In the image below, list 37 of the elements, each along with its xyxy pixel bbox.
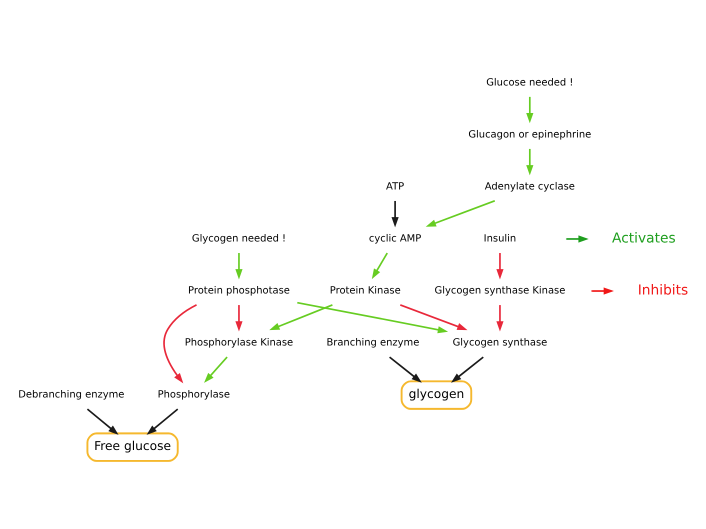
node-text: Glucagon or epinephrine — [468, 128, 592, 140]
node-text: Branching enzyme — [326, 337, 420, 348]
arrow — [146, 408, 178, 434]
node-text: Protein Kinase — [330, 285, 401, 296]
arrow — [86, 408, 119, 434]
node-text: Glycogen synthase Kinase — [434, 285, 566, 296]
legend-label: Inhibits — [638, 282, 688, 298]
legend-label: Activates — [612, 230, 676, 246]
arrow — [235, 252, 243, 279]
arrow — [204, 356, 228, 382]
node-text: Adenylate cyclase — [484, 181, 575, 192]
arrow — [496, 252, 504, 279]
node-box: glycogen — [400, 380, 472, 410]
node-text: Glycogen synthase — [452, 337, 548, 348]
node-text: ATP — [386, 181, 404, 192]
node-text: Glucose needed ! — [486, 76, 574, 88]
node-text: Protein phosphotase — [188, 285, 290, 296]
arrow — [235, 304, 243, 331]
arrow — [526, 96, 534, 123]
node-text: Phosphorylase Kinase — [184, 337, 294, 348]
arrow — [269, 304, 333, 330]
node-text: Phosphorylase — [158, 389, 230, 400]
arrow — [389, 356, 422, 382]
arrow — [163, 304, 197, 383]
arrow — [400, 304, 468, 330]
arrow — [426, 200, 496, 226]
arrow — [392, 200, 399, 227]
arrow — [297, 301, 448, 333]
node-text: Glycogen needed ! — [192, 233, 286, 244]
arrow — [526, 148, 534, 175]
arrow — [451, 356, 484, 382]
node-text: Insulin — [484, 233, 516, 244]
arrow — [496, 304, 504, 331]
node-text: Debranching enzyme — [18, 389, 124, 400]
node-box: Free glucose — [86, 432, 179, 462]
node-text: cyclic AMP — [368, 233, 422, 244]
arrow — [372, 252, 388, 279]
